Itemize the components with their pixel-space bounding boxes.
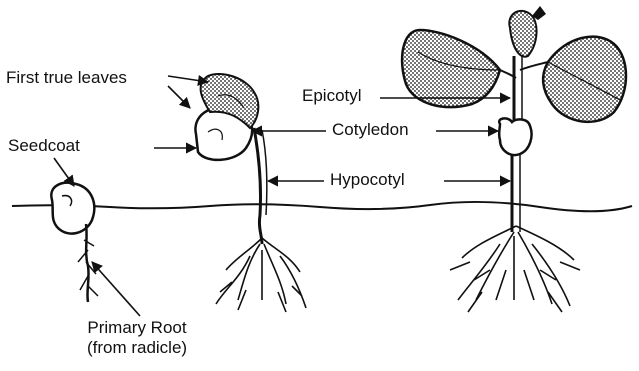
germinating-seed: [51, 183, 98, 302]
mature-roots: [450, 226, 580, 312]
right-true-leaf: [543, 37, 626, 122]
leader-first-true-leaves-2: [168, 86, 190, 108]
left-true-leaf: [402, 30, 500, 107]
label-first-true-leaves: First true leaves: [6, 68, 127, 88]
mature-seedling: [402, 6, 626, 312]
label-seedcoat: Seedcoat: [8, 136, 80, 156]
young-seedling: [195, 74, 306, 312]
soil-line: [12, 202, 632, 211]
label-primary-root-line2: (from radicle): [62, 338, 212, 358]
young-stem: [254, 128, 262, 244]
label-primary-root: Primary Root (from radicle): [62, 318, 212, 358]
label-epicotyl: Epicotyl: [302, 86, 362, 106]
leader-primary-root: [92, 262, 140, 316]
center-bud: [509, 11, 536, 57]
seed-body: [51, 183, 94, 234]
leader-first-true-leaves: [168, 76, 208, 82]
label-primary-root-line1: Primary Root: [62, 318, 212, 338]
label-cotyledon: Cotyledon: [332, 120, 409, 140]
cotyledon-node: [499, 118, 531, 155]
label-hypocotyl: Hypocotyl: [330, 170, 405, 190]
young-roots: [216, 238, 306, 312]
